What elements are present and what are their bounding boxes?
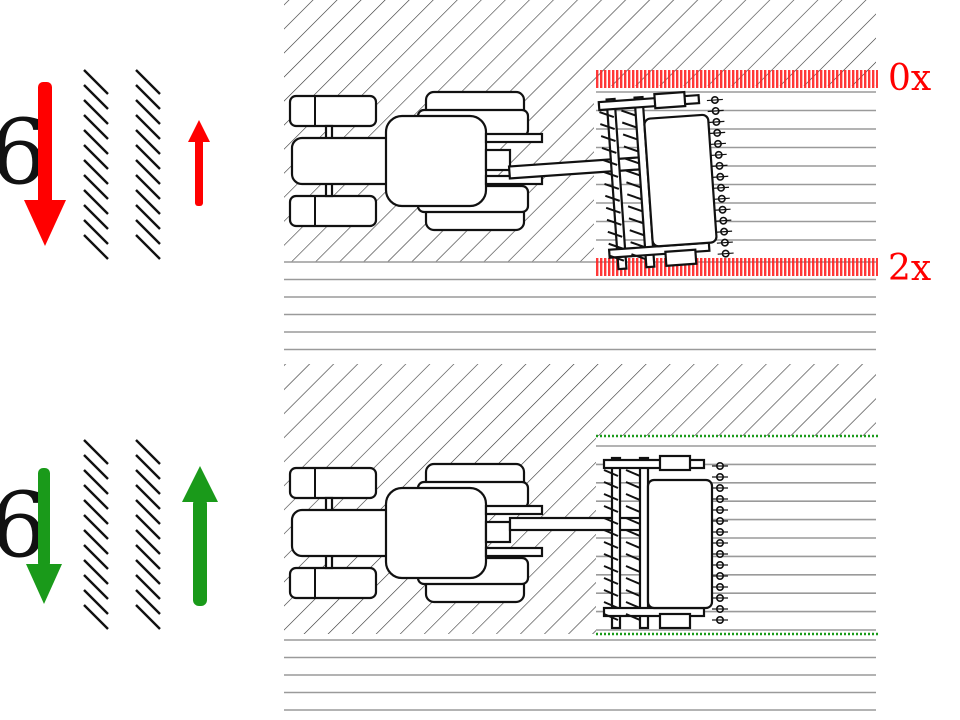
tractor-icon: [288, 462, 544, 604]
tire-track-icon: [83, 69, 161, 260]
arrow-down-icon: [24, 82, 66, 246]
panel-aligned: 6: [0, 364, 878, 711]
seed-drill-icon: [508, 454, 728, 630]
seed-rows-below: [284, 639, 876, 711]
seed-drill-icon: [507, 90, 734, 271]
tire-track-icon: [83, 439, 161, 630]
overlap-label-bottom: 2x: [888, 248, 931, 289]
overlap-bar-bottom: [596, 258, 878, 276]
arrow-up-icon: [188, 120, 210, 206]
tractor-icon: [288, 90, 544, 232]
overlap-bar-top: [596, 70, 878, 88]
arrow-up-icon: [182, 466, 218, 606]
panel-misaligned: 6 0x 2x: [0, 0, 931, 351]
overlap-label-top: 0x: [888, 58, 931, 99]
arrow-down-icon: [26, 468, 62, 604]
